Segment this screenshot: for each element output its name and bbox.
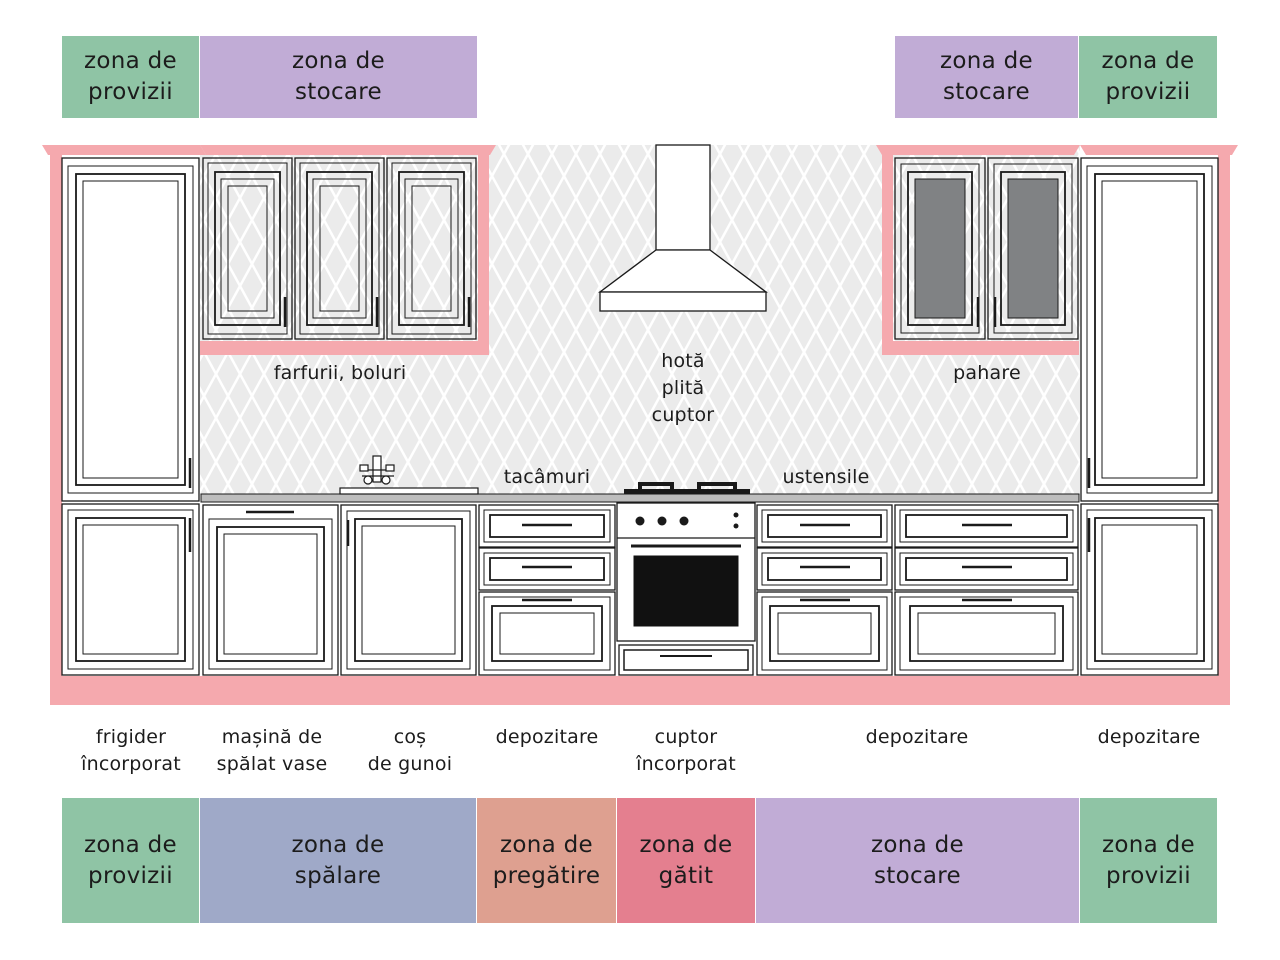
label-trash: coș de gunoi [367, 726, 453, 775]
label-glasses: pahare [953, 362, 1021, 384]
zone-label: zona de stocare [940, 48, 1033, 105]
drawer-unit-right-1 [756, 504, 893, 676]
zone-provisions-bottom-right: zona de provizii [1080, 798, 1217, 923]
zone-provisions-top-left: zona de provizii [62, 36, 199, 118]
sink-faucet [339, 455, 479, 495]
countertop [200, 493, 1080, 503]
zone-provisions-top-right: zona de provizii [1079, 36, 1217, 118]
label-storage-3: depozitare [1097, 726, 1201, 748]
hob [624, 482, 750, 494]
cabinet-frames [42, 145, 1238, 705]
label-cutlery: tacâmuri [503, 466, 591, 488]
trash-cabinet [340, 504, 477, 676]
tall-cabinet-right [1080, 157, 1219, 676]
zone-label: zona de gătit [639, 831, 733, 889]
drawer-unit-right-2 [894, 504, 1079, 676]
zone-label: zona de stocare [292, 48, 385, 105]
label-dishwasher: mașină de spălat vase [216, 726, 328, 775]
label-oven: cuptor încorporat [636, 726, 736, 775]
zone-preparation: zona de pregătire [477, 798, 616, 923]
zone-label: zona de provizii [84, 831, 177, 889]
zone-label: zona de pregătire [492, 831, 601, 889]
label-hood-hob-oven: hotă plită cuptor [651, 350, 715, 426]
zone-label: zona de stocare [871, 831, 964, 889]
zone-cooking: zona de gătit [617, 798, 755, 923]
zone-washing: zona de spălare [200, 798, 476, 923]
range-hood [598, 144, 768, 312]
fridge-tall-cabinet [61, 157, 200, 676]
zone-label: zona de provizii [1101, 48, 1195, 105]
label-storage-2: depozitare [865, 726, 969, 748]
upper-cabinets-left [202, 157, 477, 340]
zone-provisions-bottom-left: zona de provizii [62, 798, 199, 923]
upper-cabinets-right [894, 157, 1079, 340]
label-utensils: ustensile [782, 466, 870, 488]
zone-label: zona de spălare [291, 831, 385, 889]
zone-label: zona de provizii [1102, 831, 1195, 889]
label-fridge: frigider încorporat [81, 726, 181, 775]
zone-storage-top-left: zona de stocare [200, 36, 477, 118]
oven [616, 502, 756, 676]
drawer-unit-left [478, 504, 616, 676]
label-plates-bowls: farfurii, boluri [273, 362, 407, 384]
dishwasher [202, 504, 339, 676]
zone-storage-top-right: zona de stocare [895, 36, 1078, 118]
zone-label: zona de provizii [84, 48, 177, 105]
zone-storage-bottom: zona de stocare [756, 798, 1079, 923]
label-storage-1: depozitare [495, 726, 599, 748]
